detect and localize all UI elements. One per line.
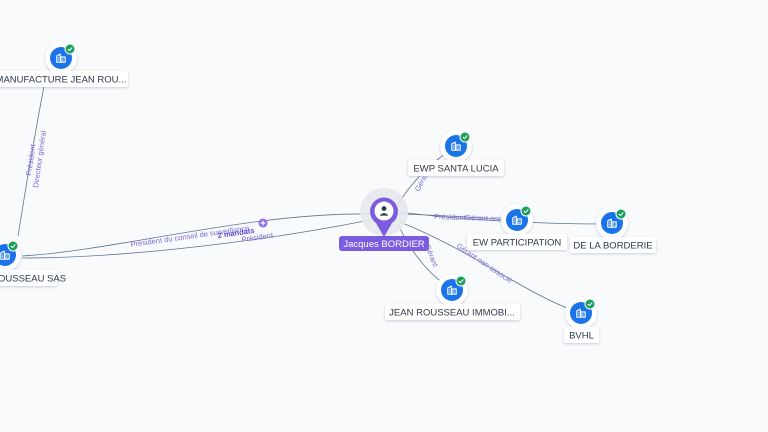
company-label: EW PARTICIPATION xyxy=(473,238,562,249)
edge-sas-president-conseil xyxy=(21,213,373,257)
center-person-label: Jacques BORDIER xyxy=(343,239,424,250)
company-node-ew-participation[interactable]: EW PARTICIPATION xyxy=(467,204,567,250)
edge-bvhl xyxy=(399,221,573,311)
company-node-de-la-borderie[interactable]: DE LA BORDERIE xyxy=(570,207,656,253)
company-node-rousseau-sas[interactable]: OUSSEAU SAS xyxy=(0,239,66,286)
check-badge-icon xyxy=(584,298,596,310)
edge-jean-rousseau-immo xyxy=(397,223,445,285)
edge-manufacture-rousseau xyxy=(17,85,45,237)
check-badge-icon xyxy=(455,275,467,287)
edge-label-manufacture-president: Président xyxy=(24,143,37,177)
company-label: EWP SANTA LUCIA xyxy=(413,164,499,175)
company-label: MANUFACTURE JEAN ROU... xyxy=(0,75,126,86)
check-badge-icon xyxy=(7,240,19,252)
edge-label-borderie: Gérant associé xyxy=(465,213,516,224)
center-person-node[interactable]: Jacques BORDIER xyxy=(339,188,429,251)
company-label: JEAN ROUSSEAU IMMOBI... xyxy=(389,308,515,319)
edge-sas-president xyxy=(21,219,371,259)
edge-label-ew-part: Président xyxy=(434,212,467,222)
check-badge-icon xyxy=(520,205,532,217)
company-node-jean-rousseau-immo[interactable]: JEAN ROUSSEAU IMMOBI... xyxy=(385,274,520,320)
edge-label-sas-president: Président xyxy=(241,231,275,244)
person-icon xyxy=(379,206,389,216)
check-badge-icon xyxy=(459,131,471,143)
check-badge-icon xyxy=(615,208,627,220)
edge-ew-participation xyxy=(399,213,509,221)
edge-de-la-borderie xyxy=(399,211,607,225)
company-node-ewp[interactable]: EWP SANTA LUCIA xyxy=(408,130,504,176)
expand-mandates-button[interactable] xyxy=(258,218,268,228)
plus-icon xyxy=(260,220,266,226)
company-node-manufacture[interactable]: MANUFACTURE JEAN ROU... xyxy=(0,42,128,87)
company-label: OUSSEAU SAS xyxy=(0,274,66,285)
edges xyxy=(17,85,607,311)
company-node-bvhl[interactable]: BVHL xyxy=(564,297,599,343)
company-label: DE LA BORDERIE xyxy=(573,241,652,252)
check-badge-icon xyxy=(64,43,76,55)
company-label: BVHL xyxy=(569,331,594,342)
